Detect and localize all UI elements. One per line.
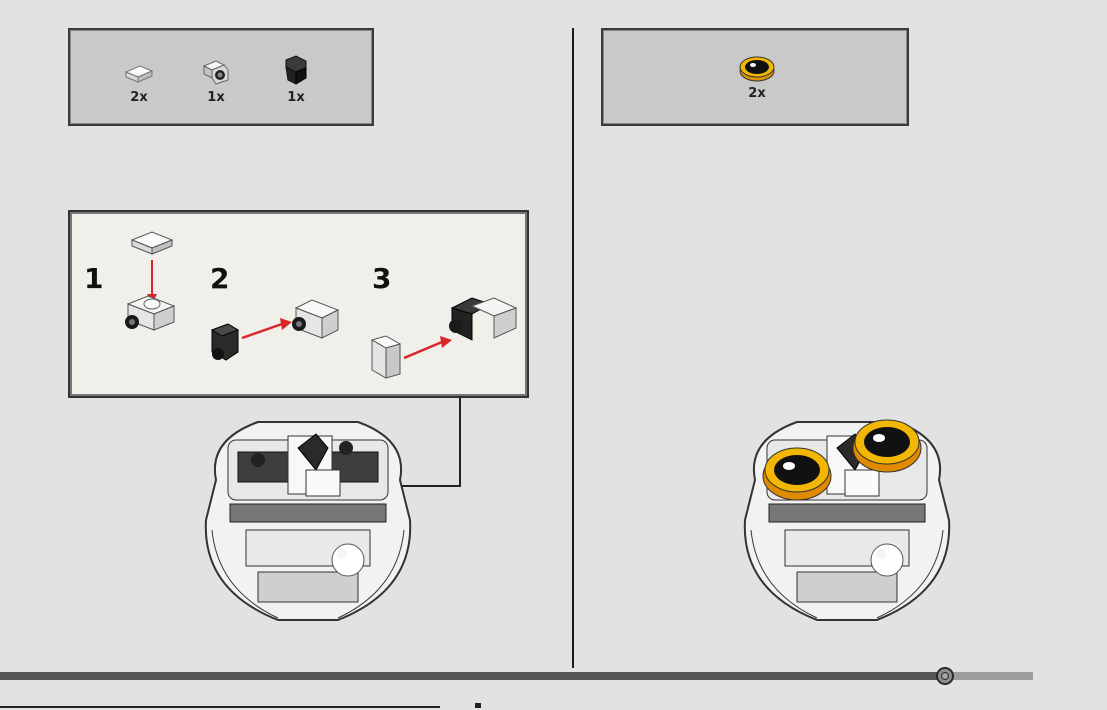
model-assembly-left <box>188 400 428 630</box>
eye-right <box>853 420 921 472</box>
eye-left <box>763 448 831 500</box>
part-qty: 2x <box>109 90 169 105</box>
white-bracket-icon <box>198 56 234 88</box>
footer-mark <box>475 703 481 708</box>
black-slope-icon <box>280 54 312 88</box>
substep-illustrations <box>70 212 527 396</box>
part-black-slope: 1x <box>266 54 326 105</box>
substep-3-graphic <box>372 298 516 378</box>
yellow-eye-icon <box>737 54 777 84</box>
parts-callout-left: 2x 1x 1x <box>68 28 374 126</box>
substep-1-graphic <box>125 232 174 330</box>
substep-2-graphic <box>212 300 338 360</box>
model-assembly-right <box>727 400 967 630</box>
step-divider <box>572 28 574 668</box>
substep-callout: 1 2 3 <box>68 210 529 398</box>
part-white-tile: 2x <box>109 60 169 105</box>
footer-rule <box>0 706 440 708</box>
part-qty: 2x <box>727 86 787 101</box>
part-yellow-eye: 2x <box>727 54 787 101</box>
progress-fill <box>0 672 945 680</box>
part-qty: 1x <box>266 90 326 105</box>
white-tile-icon <box>122 60 156 88</box>
part-white-bracket: 1x <box>186 56 246 105</box>
part-qty: 1x <box>186 90 246 105</box>
progress-knob[interactable] <box>936 667 954 685</box>
parts-callout-right: 2x <box>601 28 909 126</box>
